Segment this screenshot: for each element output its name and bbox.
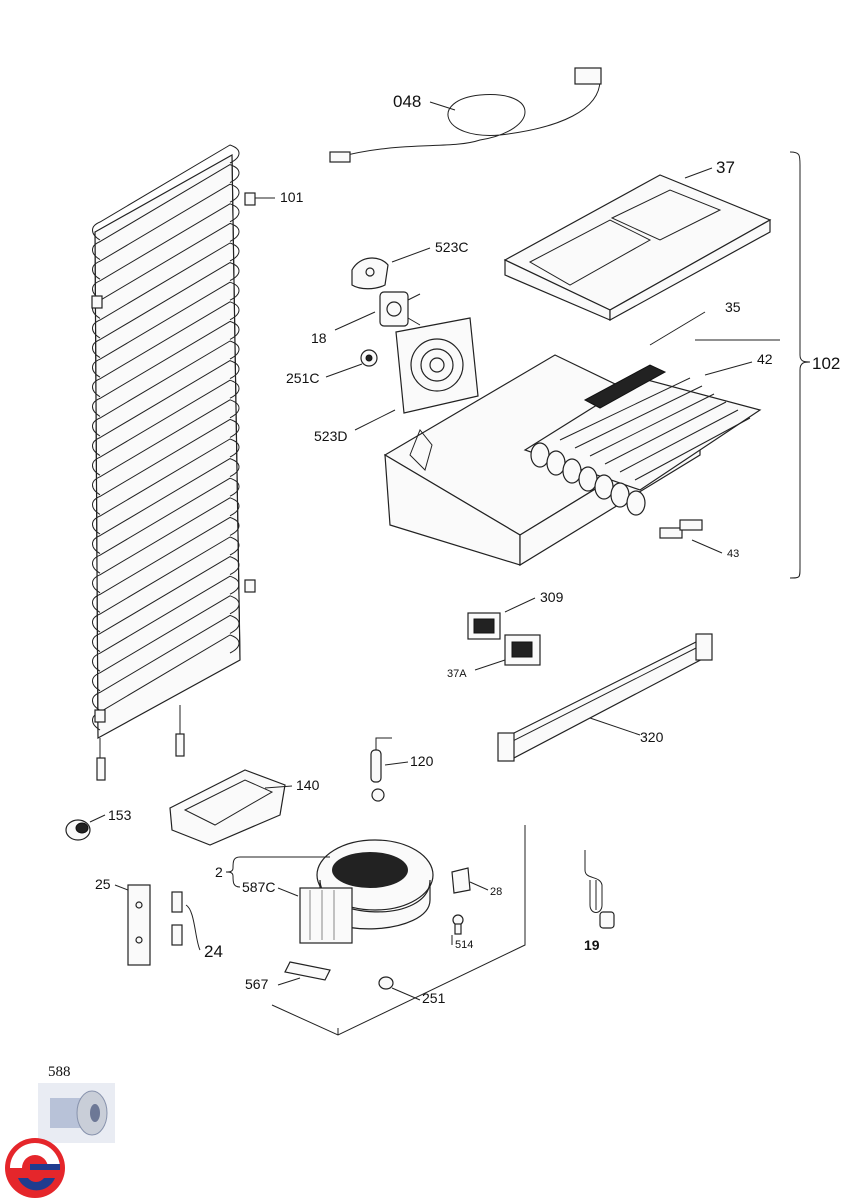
label-251C: 251C <box>286 370 319 386</box>
coil-loop <box>92 614 240 711</box>
evaporator-coil-42 <box>523 377 762 516</box>
coil-loop <box>92 222 240 319</box>
label-309: 309 <box>540 589 564 605</box>
relay-587C <box>299 887 353 944</box>
evap-tube <box>610 482 630 508</box>
coil-loop <box>92 575 240 672</box>
drip-tray-140 <box>169 769 286 846</box>
label-588: 588 <box>48 1064 71 1080</box>
label-43: 43 <box>727 548 739 560</box>
coil-loop <box>92 634 240 731</box>
coil-loop <box>92 164 240 261</box>
label-37: 37 <box>716 158 735 177</box>
coil-loop <box>92 399 240 496</box>
coil-loop <box>92 438 240 535</box>
label-24: 24 <box>204 942 223 961</box>
evap-fin <box>634 417 751 481</box>
coil-loop <box>92 242 240 339</box>
evap-tube <box>578 466 598 492</box>
label-37A: 37A <box>447 668 467 680</box>
label-251: 251 <box>422 990 446 1006</box>
label-101: 101 <box>280 189 304 205</box>
heater-35 <box>583 364 667 409</box>
shelf-rail-320 <box>497 633 713 762</box>
power-cable-048 <box>329 67 602 163</box>
label-18: 18 <box>311 330 327 346</box>
coil-loop <box>92 379 240 476</box>
thermal-sensor-120 <box>370 737 392 802</box>
connector-43 <box>659 519 703 539</box>
evap-fin <box>559 377 691 441</box>
coil-loop <box>92 320 240 417</box>
fan-shroud-523D <box>395 317 479 414</box>
fan-blade-251C <box>360 349 378 367</box>
condenser-coil <box>91 144 256 781</box>
hinge-pin-24 <box>171 891 183 946</box>
evaporator-cover-37 <box>503 174 772 322</box>
evap-fin <box>589 393 715 457</box>
coil-loop <box>92 262 240 359</box>
label-320: 320 <box>640 729 664 745</box>
plate-567 <box>284 961 331 981</box>
coil-loop <box>92 340 240 437</box>
control-board-37A <box>504 634 541 666</box>
fan-motor-18 <box>379 291 421 327</box>
label-523D: 523D <box>314 428 347 444</box>
evap-tube <box>562 458 582 484</box>
coil-loop <box>92 418 240 515</box>
label-140: 140 <box>296 777 320 793</box>
screw-514 <box>452 914 464 935</box>
grommet-588-photo <box>38 1083 115 1143</box>
coil-loop <box>92 360 240 457</box>
coil-loop <box>92 536 240 633</box>
label-102: 102 <box>812 354 840 373</box>
base-plate <box>271 825 526 1036</box>
label-153: 153 <box>108 807 132 823</box>
label-35: 35 <box>725 299 741 315</box>
thermostat-309 <box>467 612 501 640</box>
evap-tube <box>626 490 646 516</box>
brand-logo-icon <box>5 1138 65 1198</box>
label-567: 567 <box>245 976 269 992</box>
coil-loop <box>92 458 240 555</box>
label-25: 25 <box>95 876 111 892</box>
evap-fin <box>574 385 703 449</box>
coil-loop <box>92 203 240 300</box>
evap-fin <box>619 409 739 473</box>
label-19: 19 <box>584 937 600 953</box>
grommet-153 <box>65 819 91 841</box>
label-120: 120 <box>410 753 434 769</box>
label-514: 514 <box>455 939 473 951</box>
coil-loop <box>92 183 240 280</box>
coil-loop <box>92 144 240 241</box>
evap-fin <box>604 401 727 465</box>
label-587C: 587C <box>242 879 275 895</box>
coil-loop <box>92 595 240 692</box>
evap-tube <box>530 442 550 468</box>
fan-bracket-523C <box>351 257 389 290</box>
label-42: 42 <box>757 351 773 367</box>
label-28: 28 <box>490 886 502 898</box>
label-523C: 523C <box>435 239 468 255</box>
coil-loop <box>92 301 240 398</box>
bracket-28 <box>451 867 471 894</box>
power-cord-19 <box>584 850 615 929</box>
grommet-251 <box>378 976 394 990</box>
label-2: 2 <box>215 864 223 880</box>
label-048: 048 <box>393 92 421 111</box>
door-hinge-25 <box>127 884 151 966</box>
evap-tube <box>546 450 566 476</box>
evap-tube <box>594 474 614 500</box>
coil-loop <box>92 281 240 378</box>
coil-loop <box>92 556 240 653</box>
